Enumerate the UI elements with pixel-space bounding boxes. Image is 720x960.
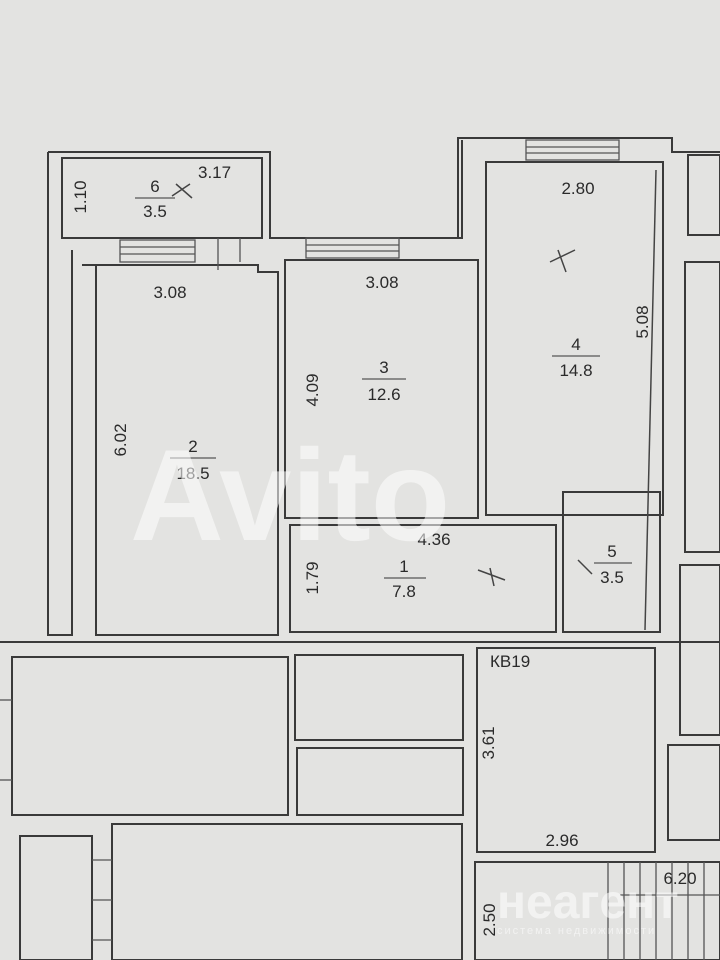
walls: [0, 137, 720, 960]
room-5-labels: 5 3.5: [594, 542, 632, 587]
room-6-width: 3.17: [198, 163, 231, 182]
apartment-label: КВ19: [490, 652, 530, 671]
room-6-depth: 1.10: [71, 180, 90, 213]
room-1-depth: 1.79: [303, 561, 322, 594]
room-4-depth: 5.08: [633, 305, 652, 338]
room-5-outline: [562, 491, 661, 633]
room-1-number: 1: [399, 557, 408, 576]
room-3-number: 3: [379, 358, 388, 377]
stair-width: 6.20: [663, 869, 696, 888]
room-5-number: 5: [607, 542, 616, 561]
room-6-area: 3.5: [143, 202, 167, 221]
room-4-number: 4: [571, 335, 580, 354]
room-1-width: 4.36: [417, 530, 450, 549]
kv19-outline: [476, 647, 656, 853]
room-2-area: 18.5: [176, 464, 209, 483]
avito-watermark: Avito: [130, 422, 450, 568]
room-1-area: 7.8: [392, 582, 416, 601]
room-3-outline: [284, 259, 479, 519]
room-2-number: 2: [188, 437, 197, 456]
room-3-area: 12.6: [367, 385, 400, 404]
room-4-area: 14.8: [559, 361, 592, 380]
room-2-labels: 3.08 6.02 2 18.5: [111, 283, 216, 483]
room-2-depth: 6.02: [111, 423, 130, 456]
kv19-width: 2.96: [545, 831, 578, 850]
kv19-labels: КВ19 3.61 2.96 6.20 2.50: [479, 652, 697, 937]
room-4-width: 2.80: [561, 179, 594, 198]
room-1-labels: 4.36 1.79 1 7.8: [303, 530, 451, 601]
room-6-outline: [61, 157, 263, 239]
room-1-outline: [289, 524, 557, 633]
neagent-watermark: неагент: [497, 876, 679, 929]
room-2-outline: [82, 264, 279, 636]
neagent-subtitle: система недвижимости: [497, 925, 656, 937]
stairs: [607, 862, 720, 960]
room-3-labels: 3.08 4.09 3 12.6: [303, 273, 406, 407]
room-4-labels: 2.80 5.08 4 14.8: [552, 179, 652, 380]
room-3-depth: 4.09: [303, 373, 322, 406]
kv19-depth: 3.61: [479, 726, 498, 759]
room-6-labels: 6 3.5 3.17 1.10: [71, 163, 231, 221]
room-3-width: 3.08: [365, 273, 398, 292]
room-5-area: 3.5: [600, 568, 624, 587]
stair-depth: 2.50: [480, 903, 499, 936]
room-6-number: 6: [150, 177, 159, 196]
room-2-width: 3.08: [153, 283, 186, 302]
room-4-outline: [485, 161, 664, 516]
